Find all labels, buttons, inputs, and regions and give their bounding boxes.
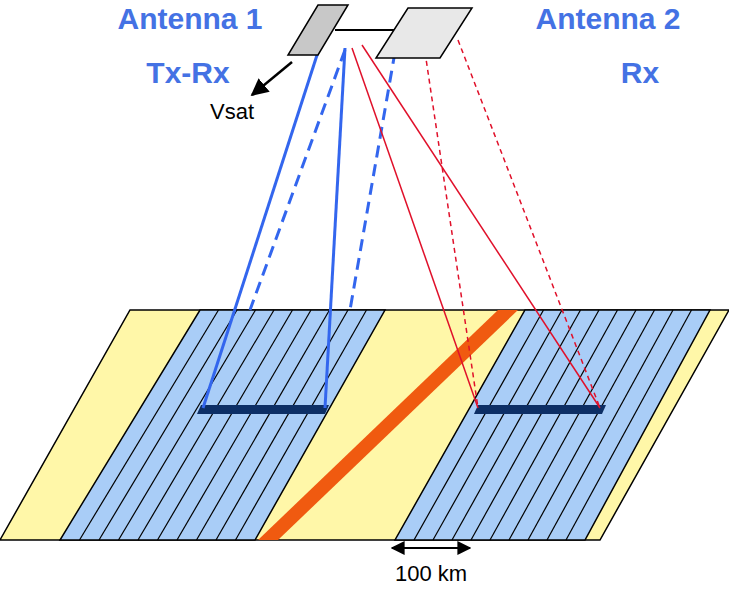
antenna-boom — [335, 29, 400, 31]
swath-stripe — [471, 310, 599, 540]
swath-stripe — [177, 310, 311, 540]
dimension-label: 100 km — [395, 562, 467, 586]
antenna-label: Antenna 2 — [535, 2, 680, 35]
swath-stripe — [490, 310, 618, 540]
antenna-label: Antenna 1 — [117, 2, 262, 35]
swath-stripe — [119, 310, 256, 540]
beam-tx-dashed — [250, 50, 345, 310]
swath-stripe — [433, 310, 562, 540]
antenna-role: Tx-Rx — [146, 56, 229, 89]
antenna-1 — [288, 5, 348, 55]
swath-stripe — [138, 310, 274, 540]
velocity-label: Vsat — [210, 100, 254, 124]
footprint-right — [474, 405, 606, 414]
beam-rx — [352, 48, 478, 408]
dimension-arrow — [392, 547, 470, 549]
swath-stripe — [509, 310, 636, 540]
ground-plane — [0, 310, 729, 540]
swath-stripe — [566, 310, 692, 540]
footprint-left — [197, 405, 329, 414]
antenna-role: Rx — [621, 56, 659, 89]
antenna-2 — [376, 8, 472, 58]
swath-stripe — [528, 310, 655, 540]
beam-tx-dashed — [350, 52, 395, 310]
beam-tx — [203, 52, 318, 408]
swath-stripes — [80, 310, 692, 540]
beam-tx — [325, 48, 345, 408]
swath-right — [395, 310, 710, 540]
swath-stripe — [547, 310, 673, 540]
beam-rx-dashed — [458, 40, 600, 408]
beam-rx-dashed — [425, 52, 478, 408]
nadir-stripe — [258, 310, 518, 540]
velocity-arrow — [252, 62, 292, 95]
